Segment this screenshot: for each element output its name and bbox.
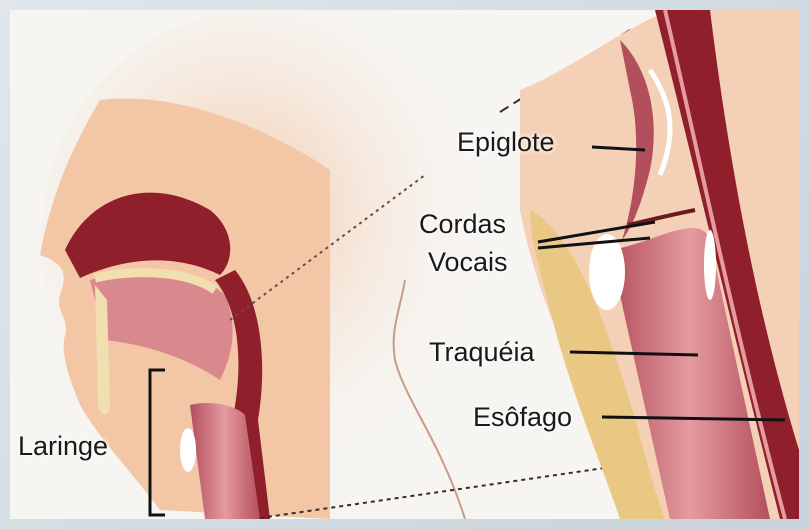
label-epiglote: Epiglote bbox=[457, 128, 555, 156]
diagram-panel: Epiglote Cordas Vocais Traquéia Esôfago … bbox=[10, 10, 799, 519]
tracheal-ring-oval bbox=[704, 230, 716, 300]
label-vocais: Vocais bbox=[428, 248, 508, 276]
label-esofago: Esôfago bbox=[473, 403, 572, 431]
small-cartilage-oval bbox=[180, 428, 196, 472]
label-cordas: Cordas bbox=[419, 210, 506, 238]
label-laringe: Laringe bbox=[18, 432, 108, 460]
anatomy-illustration bbox=[10, 10, 799, 519]
label-traqueia: Traquéia bbox=[429, 338, 535, 366]
vocal-fold-oval bbox=[589, 234, 625, 310]
